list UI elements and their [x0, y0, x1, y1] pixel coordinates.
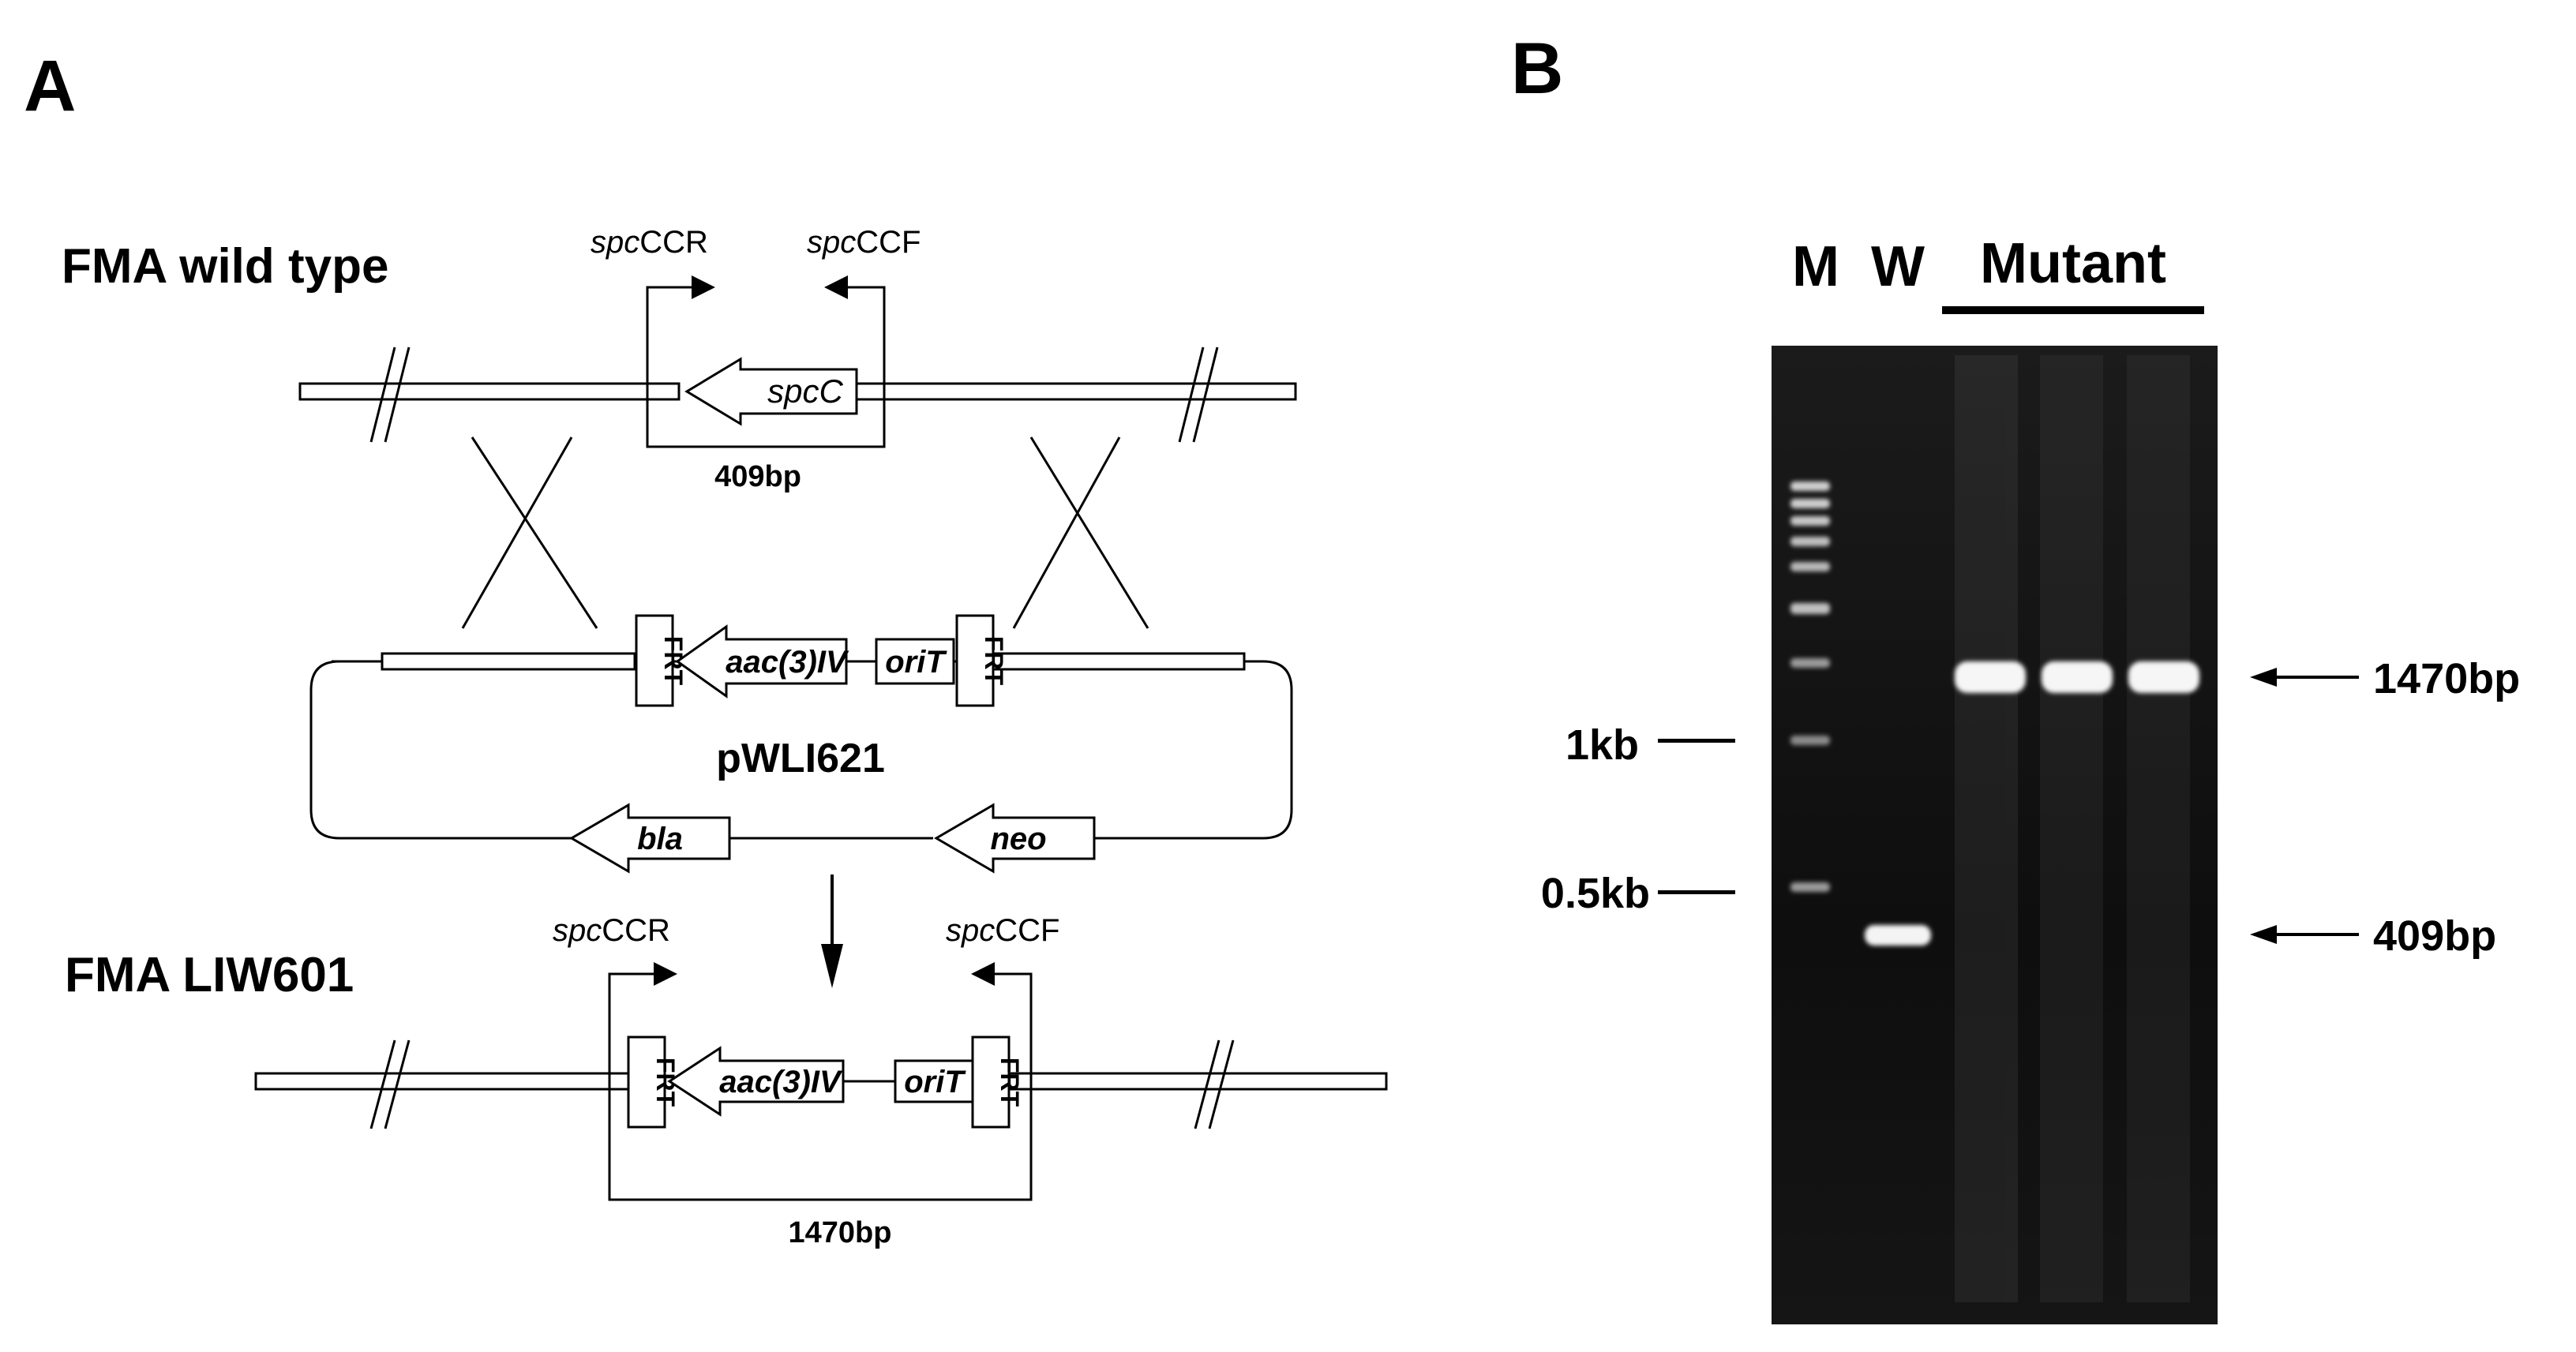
- plasmid-orit-box: [875, 638, 955, 685]
- plasmid-gene-bla-arrow: [569, 803, 731, 874]
- wt-primer-ccf-label: spcCCF: [807, 225, 921, 260]
- marker-tick-0-5kb: [1658, 890, 1735, 894]
- band-wild-409bp: [1865, 925, 1931, 946]
- ladder-band: [1790, 516, 1830, 526]
- plasmid-gene-bla-label: bla: [637, 822, 683, 856]
- plasmid-frt-right: [955, 614, 995, 707]
- band-mutant-3-1470bp: [2128, 661, 2199, 693]
- mutant-lanes-underline: [1942, 306, 2204, 314]
- ladder-band: [1790, 537, 1830, 546]
- gel-image: [1772, 346, 2218, 1324]
- wt-chromosome-right: [855, 382, 1297, 401]
- mutant-product-bracket: [608, 1034, 1033, 1201]
- band-label-409bp: 409bp: [2373, 912, 2496, 960]
- mutant-orit-label: oriT: [904, 1065, 966, 1099]
- wt-gene-spcc-arrow: [684, 357, 858, 426]
- lane-label-mutant: Mutant: [1980, 232, 2166, 295]
- mutant-frt-left: [627, 1036, 666, 1129]
- sample-bands: [1865, 661, 2199, 946]
- mutant-gene-aac-arrow: [667, 1046, 845, 1117]
- mutant-frt-right: [971, 1036, 1011, 1129]
- ladder-band: [1790, 603, 1830, 614]
- ladder-band: [1790, 658, 1830, 668]
- plasmid-gene-aac-label: aac(3)IV: [726, 645, 849, 680]
- wt-primer-ccr-arrow: [646, 275, 715, 339]
- plasmid-construct: FRT aac(3)IV oriT FRT pWLI621 bla neo: [309, 614, 1293, 874]
- mutant-primer-ccf-arrow: [971, 962, 1033, 1034]
- mutant-gene-aac-label: aac(3)IV: [719, 1065, 843, 1099]
- wild-type-construct: FMA wild type spcCCR spcCCF spcC 409bp: [62, 225, 1297, 493]
- marker-label-1kb: 1kb: [1565, 721, 1639, 769]
- plasmid-name: pWLI621: [716, 736, 885, 781]
- wt-product-size: 409bp: [714, 460, 801, 493]
- ladder-band: [1790, 481, 1830, 491]
- mutant-break-left-icon: [369, 1039, 411, 1129]
- ladder-band: [1790, 736, 1830, 745]
- plasmid-backbone: [309, 660, 1293, 840]
- band-mutant-2-1470bp: [2042, 661, 2113, 693]
- mutant-primer-ccr-arrow: [608, 962, 677, 1034]
- mutant-break-right-icon: [1194, 1039, 1235, 1129]
- ladder-lane: [1790, 481, 1830, 892]
- plasmid-frt-right-label: FRT: [980, 636, 1008, 686]
- wt-primer-ccr-label: spcCCR: [591, 225, 708, 260]
- plasmid-frt-left: [635, 614, 674, 707]
- mutant-title: FMA LIW601: [65, 948, 354, 1002]
- plasmid-gene-neo-label: neo: [990, 822, 1046, 856]
- ladder-band: [1790, 882, 1830, 892]
- lane-label-wild: W: [1871, 235, 1925, 298]
- panel-b-label: B: [1511, 28, 1563, 109]
- homologous-crossovers: [461, 436, 1149, 629]
- mutant-primer-ccf-label: spcCCF: [946, 913, 1059, 948]
- mutant-product-size: 1470bp: [789, 1216, 892, 1249]
- mutant-chromosome-left: [254, 1072, 633, 1091]
- plasmid-gene-neo-arrow: [934, 803, 1096, 874]
- wt-product-bracket: [646, 339, 886, 448]
- plasmid-homology-right: [990, 652, 1246, 671]
- panel-a: A FMA wild type spcCCR spcCCF spcC 409bp: [24, 46, 1388, 1249]
- mutant-construct: FMA LIW601 spcCCR spcCCF FRT aac(3)IV or…: [65, 913, 1388, 1249]
- mutant-frt-right-label: FRT: [996, 1058, 1024, 1107]
- plasmid-gene-aac-arrow: [675, 624, 848, 698]
- ladder-band: [1790, 562, 1830, 571]
- plasmid-homology-left: [381, 652, 636, 671]
- panel-b: B M W Mutant: [1511, 28, 2520, 1324]
- mutant-chromosome-right: [1003, 1072, 1388, 1091]
- wt-chromosome-left: [298, 382, 681, 401]
- mutant-orit-box: [894, 1059, 974, 1103]
- wild-type-title: FMA wild type: [62, 239, 388, 294]
- wt-break-left-icon: [369, 346, 411, 443]
- arrow-1470bp-head-icon: [2250, 668, 2277, 687]
- marker-label-0-5kb: 0.5kb: [1541, 870, 1650, 917]
- crossover-right-icon: [1012, 436, 1149, 629]
- gel-lane-smears: [1955, 355, 2190, 1302]
- ladder-band: [1790, 499, 1830, 508]
- arrow-409bp-head-icon: [2250, 925, 2277, 944]
- wt-primer-ccf-arrow: [824, 275, 886, 339]
- wt-gene-spcc-label: spcC: [767, 373, 843, 410]
- panel-a-label: A: [24, 46, 76, 126]
- lane-label-marker: M: [1792, 235, 1839, 298]
- wt-break-right-icon: [1178, 346, 1219, 443]
- recombination-arrowhead-icon: [821, 944, 843, 988]
- crossover-left-icon: [461, 436, 598, 629]
- marker-tick-1kb: [1658, 739, 1735, 743]
- band-label-1470bp: 1470bp: [2373, 655, 2520, 702]
- band-mutant-1-1470bp: [1955, 661, 2026, 693]
- plasmid-orit-label: oriT: [885, 645, 947, 680]
- mutant-primer-ccr-label: spcCCR: [553, 913, 670, 948]
